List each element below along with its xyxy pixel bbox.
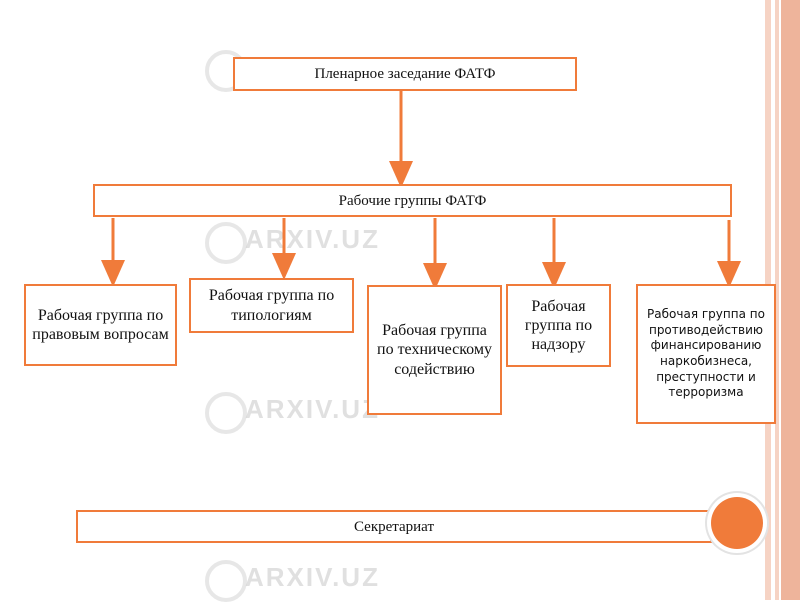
watermark-text: ARXIV.UZ xyxy=(245,224,380,254)
group-supervision-box: Рабочая группа по надзору xyxy=(506,284,611,367)
group-typologies-box: Рабочая группа по типологиям xyxy=(189,278,354,333)
orange-circle-decoration xyxy=(711,497,763,549)
watermark-icon xyxy=(205,222,247,264)
working-groups-label: Рабочие группы ФАТФ xyxy=(338,192,487,209)
working-groups-box: Рабочие группы ФАТФ xyxy=(93,184,732,217)
side-stripe xyxy=(775,0,779,600)
group-supervision-label: Рабочая группа по надзору xyxy=(524,297,593,354)
secretariat-label: Секретариат xyxy=(353,518,435,535)
watermark-text: ARXIV.UZ xyxy=(245,394,380,424)
group-legal-label: Рабочая группа по правовым вопросам xyxy=(32,306,169,343)
group-technical-label: Рабочая группа по техническому содействи… xyxy=(377,322,492,378)
group-legal-box: Рабочая группа по правовым вопросам xyxy=(24,284,177,366)
watermark-icon xyxy=(205,392,247,434)
watermark-text: ARXIV.UZ xyxy=(245,562,380,592)
group-financing-label: Рабочая группа по противодействию финанс… xyxy=(647,307,765,400)
group-typologies-label: Рабочая группа по типологиям xyxy=(208,287,335,324)
plenary-box: Пленарное заседание ФАТФ xyxy=(233,57,577,91)
group-technical-box: Рабочая группа по техническому содействи… xyxy=(367,285,502,415)
plenary-label: Пленарное заседание ФАТФ xyxy=(314,66,496,82)
group-financing-box: Рабочая группа по противодействию финанс… xyxy=(636,284,776,424)
side-band-right xyxy=(781,0,800,600)
secretariat-box: Секретариат xyxy=(76,510,712,543)
